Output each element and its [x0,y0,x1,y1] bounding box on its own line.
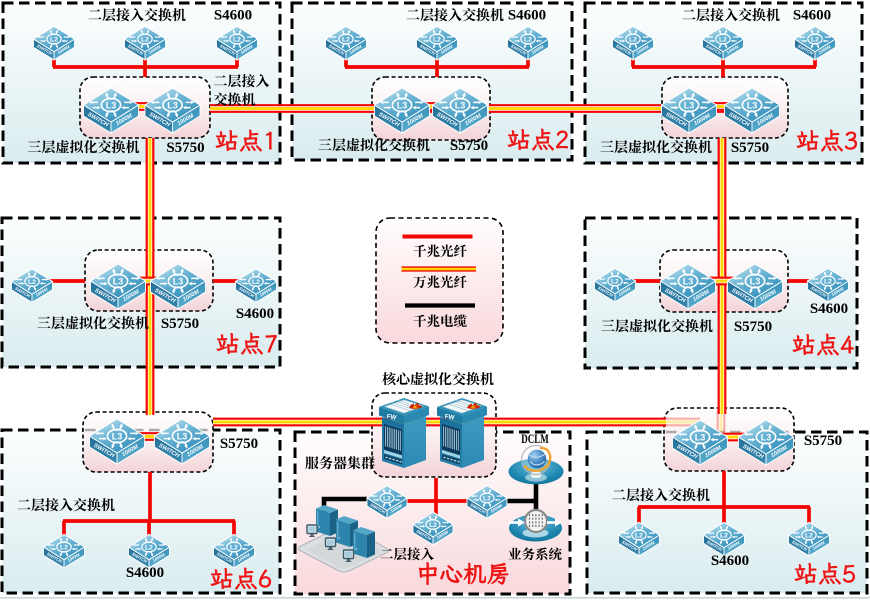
svg-text:S4600: S4600 [214,8,252,24]
svg-text:L3: L3 [695,432,706,442]
svg-text:L3: L3 [167,100,178,110]
svg-text:L3: L3 [750,276,761,286]
svg-text:L2: L2 [383,495,391,502]
svg-text:S5750: S5750 [804,433,842,449]
svg-text:L2: L2 [635,532,643,539]
svg-text:L2: L2 [720,532,728,539]
svg-text:FW: FW [386,413,397,421]
svg-text:S5750: S5750 [166,140,204,156]
svg-text:L3: L3 [112,431,123,441]
svg-text:L3: L3 [455,100,466,110]
svg-text:1000M: 1000M [618,286,632,297]
svg-text:L2: L2 [145,544,153,551]
svg-text:L3: L3 [106,100,117,110]
svg-text:S5750: S5750 [220,436,258,452]
svg-text:S4600: S4600 [126,565,164,581]
svg-text:S4600: S4600 [508,8,546,24]
svg-text:1000M: 1000M [440,44,454,55]
svg-text:L2: L2 [50,36,58,43]
svg-text:1000M: 1000M [812,540,826,551]
svg-text:S5750: S5750 [731,140,769,156]
svg-text:S4600: S4600 [810,301,848,317]
svg-text:L3: L3 [173,276,184,286]
svg-text:L3: L3 [747,100,758,110]
svg-text:L2: L2 [429,522,437,529]
svg-text:1000M: 1000M [57,44,71,55]
svg-text:L2: L2 [629,36,637,43]
svg-text:1000M: 1000M [389,503,403,514]
svg-text:L2: L2 [719,36,727,43]
svg-text:L3: L3 [684,100,695,110]
svg-text:L2: L2 [233,36,241,43]
svg-text:1000M: 1000M [349,44,363,55]
svg-text:L2: L2 [252,279,260,286]
svg-text:1000M: 1000M [642,540,656,551]
svg-text:1000M: 1000M [636,44,650,55]
svg-text:1000M: 1000M [727,540,741,551]
svg-text:L3: L3 [113,276,124,286]
svg-text:L2: L2 [805,532,813,539]
svg-text:1000M: 1000M [435,529,449,540]
svg-text:S5750: S5750 [161,316,199,332]
svg-text:FW: FW [444,413,455,421]
svg-text:1000M: 1000M [67,552,81,563]
svg-text:L3: L3 [397,100,408,110]
svg-text:L2: L2 [141,36,149,43]
svg-text:L2: L2 [28,279,36,286]
svg-text:1000M: 1000M [489,503,503,514]
svg-text:L3: L3 [177,431,188,441]
svg-text:DCLM: DCLM [521,432,549,446]
svg-text:S4600: S4600 [793,8,831,24]
svg-text:1000M: 1000M [148,44,162,55]
svg-text:1000M: 1000M [35,286,49,297]
svg-text:L2: L2 [824,278,832,285]
svg-text:L2: L2 [483,495,491,502]
svg-text:1000M: 1000M [726,44,740,55]
svg-text:S5750: S5750 [450,138,488,154]
svg-text:S4600: S4600 [236,306,274,322]
svg-text:L2: L2 [230,544,238,551]
svg-text:L2: L2 [811,36,819,43]
svg-text:1000M: 1000M [259,286,273,297]
svg-text:L3: L3 [683,276,694,286]
svg-text:1000M: 1000M [152,552,166,563]
svg-text:L3: L3 [761,432,772,442]
svg-text:L2: L2 [433,36,441,43]
svg-text:S5750: S5750 [734,319,772,335]
svg-text:1000M: 1000M [531,44,545,55]
svg-text:1000M: 1000M [818,44,832,55]
svg-text:L2: L2 [60,544,68,551]
svg-text:1000M: 1000M [240,44,254,55]
svg-text:L2: L2 [524,36,532,43]
svg-text:L2: L2 [342,36,350,43]
svg-text:S4600: S4600 [711,553,749,569]
svg-text:1000M: 1000M [237,552,251,563]
svg-text:L2: L2 [611,278,619,285]
svg-text:1000M: 1000M [831,286,845,297]
